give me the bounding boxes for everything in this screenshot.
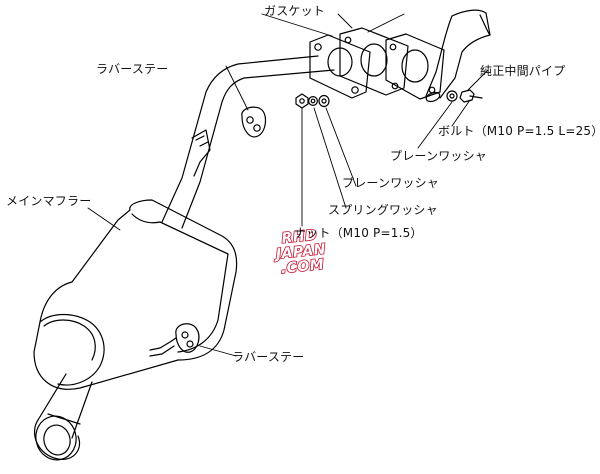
tail-pipe xyxy=(161,55,335,229)
main-muffler xyxy=(33,199,238,390)
label-plain-washer-2: プレーンワッシャ xyxy=(342,176,440,190)
rubber-stay-upper xyxy=(241,106,267,138)
label-bolt: ボルト（M10 P=1.5 L=25） xyxy=(438,124,600,138)
label-rubber-stay-upper: ラバーステー xyxy=(96,62,169,76)
oem-center-pipe xyxy=(425,9,491,103)
tail-tip xyxy=(33,373,93,461)
center-pipe-flange xyxy=(385,33,445,100)
label-gasket: ガスケット xyxy=(264,4,326,18)
label-main-muffler: メインマフラー xyxy=(6,194,92,208)
label-nut: ナット（M10 P=1.5） xyxy=(294,226,423,240)
label-center-pipe: 純正中間パイプ xyxy=(480,64,566,78)
label-spring-washer: スプリングワッシャ xyxy=(328,203,438,217)
gasket xyxy=(339,27,409,96)
flange-hardware xyxy=(295,93,330,109)
label-plain-washer-1: プレーンワッシャ xyxy=(390,149,488,163)
leader-lines xyxy=(87,13,489,357)
label-rubber-stay-lower: ラバーステー xyxy=(232,350,305,364)
bolt-washer-hardware xyxy=(446,89,483,103)
rubber-stay-lower xyxy=(149,323,200,357)
